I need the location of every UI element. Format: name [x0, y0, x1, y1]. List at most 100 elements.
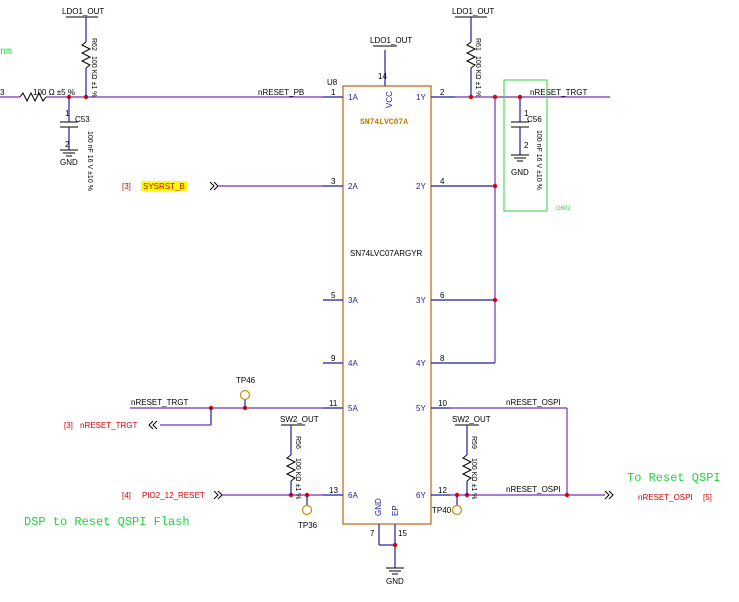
gnd-symbol-c56: [511, 154, 529, 162]
r61-value: 100 KΩ ±1 %: [474, 56, 481, 97]
pio2-name: PIO2_12_RESET: [142, 491, 205, 500]
nreset-trgt-port-symbol: [148, 420, 158, 430]
pin-1-number: 1: [331, 88, 336, 97]
tp46-symbol: [239, 389, 251, 401]
gnd-pin-label: GND: [374, 498, 383, 516]
c53-pin2: 2: [65, 140, 70, 149]
c56-ref: C56: [527, 115, 542, 124]
pin-6-number: 6: [440, 291, 445, 300]
sysrst-sheet: [3]: [122, 182, 131, 191]
left-resistor: [19, 91, 47, 103]
pio2-sheet: [4]: [122, 491, 131, 500]
nreset-trgt-port-name: nRESET_TRGT: [80, 421, 137, 430]
pio2-port-symbol: [213, 490, 223, 500]
ep-pin-number: 15: [398, 529, 407, 538]
pin-6a-label: 6A: [348, 491, 358, 500]
r56-value: 100 KΩ ±1 %: [294, 458, 301, 499]
dsp-reset-note: DSP to Reset QSPI Flash: [24, 515, 190, 529]
gnd-symbol-c53: [60, 149, 78, 157]
r56-ref: R56: [294, 436, 301, 449]
r62-ref: R62: [90, 38, 97, 51]
gnd-chip-label: GND: [386, 577, 404, 586]
pin-5y-label: 5Y: [416, 404, 426, 413]
sysrst-port-symbol: [209, 181, 219, 191]
pin-4-number: 4: [440, 177, 445, 186]
tp36-label: TP36: [298, 521, 318, 530]
c56-group-box: [503, 79, 548, 212]
nreset-ospi-port-name: nRESET_OSPI: [638, 493, 693, 502]
c56-value: 100 nF 16 V ±10 %: [535, 130, 542, 190]
pin-2-number: 2: [440, 88, 445, 97]
sysrst-name: SYSRST_B: [143, 182, 185, 191]
pin-3-number: 3: [331, 177, 336, 186]
c53-value: 100 nF 16 V ±10 %: [86, 131, 93, 191]
pin-11-number: 11: [329, 399, 338, 408]
left-resistor-value: 100 Ω ±5 %: [33, 88, 75, 97]
sw2-out-right-label: SW2_OUT: [452, 415, 491, 424]
gnd-c53-label: GND: [60, 158, 78, 167]
pin-6y-label: 6Y: [416, 491, 426, 500]
r59-resistor: [461, 454, 473, 482]
nreset-trgt-sheet: [3]: [64, 421, 73, 430]
to-reset-note: To Reset QSPI: [627, 471, 721, 485]
tp46-label: TP46: [236, 376, 256, 385]
gnd-pin-number: 7: [370, 529, 375, 538]
c53-ref: C53: [75, 115, 90, 124]
pin-5a-label: 5A: [348, 404, 358, 413]
gnd-c56-label: GND: [511, 168, 529, 177]
sw2-out-left-label: SW2_OUT: [280, 415, 319, 424]
r61-ref: R61: [474, 38, 481, 51]
pin-2a-label: 2A: [348, 182, 358, 191]
c56-pin1: 1: [524, 109, 529, 118]
top-left-fragment: nm: [0, 47, 12, 58]
ldo1-out-right-label: LDO1_OUT: [452, 7, 494, 16]
gnd-symbol-chip: [386, 567, 404, 575]
ic-part-mid: SN74LVC07ARGYR: [350, 249, 423, 258]
ic-part-top: SN74LVC07A: [360, 118, 408, 127]
r62-value: 100 KΩ ±1 %: [90, 56, 97, 97]
nreset-ospi-port-symbol: [604, 490, 614, 500]
pin-8-number: 8: [440, 354, 445, 363]
pin-1a-label: 1A: [348, 93, 358, 102]
left-resistor-pin: 3: [0, 88, 5, 97]
ep-pin-label: EP: [391, 505, 400, 516]
tp40-symbol: [451, 504, 463, 516]
sysrst-highlight: [141, 181, 187, 191]
pin-12-number: 12: [438, 486, 447, 495]
pin-13-number: 13: [329, 486, 338, 495]
r59-ref: R59: [470, 436, 477, 449]
c56-pin2: 2: [524, 141, 529, 150]
ldo1-out-top-label: LDO1_OUT: [370, 36, 412, 45]
nreset-trgt-top-net: nRESET_TRGT: [530, 88, 587, 97]
pin-10-number: 10: [438, 399, 447, 408]
vcc-pin-label: VCC: [385, 91, 394, 108]
pin-4a-label: 4A: [348, 359, 358, 368]
nreset-ospi-sheet: [5]: [703, 493, 712, 502]
r62-resistor: [80, 41, 92, 69]
group-label: G602: [556, 206, 571, 212]
pin-5-number: 5: [331, 291, 336, 300]
left-pins: 1 1A 3 2A 5 3A 9 4A 11 5A 13 6A: [323, 88, 358, 500]
ic-ref: U8: [327, 78, 338, 87]
r59-value: 100 KΩ ±1 %: [470, 458, 477, 499]
ldo1-out-left-label: LDO1_OUT: [62, 7, 104, 16]
nreset-ospi-6y-net: nRESET_OSPI: [506, 485, 561, 494]
nreset-trgt-mid-net: nRESET_TRGT: [131, 398, 188, 407]
nreset-ospi-5y-net: nRESET_OSPI: [506, 398, 561, 407]
pin-2y-label: 2Y: [416, 182, 426, 191]
tp36-symbol: [301, 504, 313, 516]
right-pins: 2 1Y 4 2Y 6 3Y 8 4Y 10 5Y 12 6Y: [416, 88, 495, 500]
pin-9-number: 9: [331, 354, 336, 363]
ic-body: [342, 85, 432, 525]
pin-1y-label: 1Y: [416, 93, 426, 102]
c53-pin1: 1: [65, 109, 70, 118]
r61-resistor: [465, 41, 477, 69]
pin-4y-label: 4Y: [416, 359, 426, 368]
vcc-pin-number: 14: [378, 72, 387, 81]
tp40-label: TP40: [432, 506, 452, 515]
r56-resistor: [285, 454, 297, 482]
pin-3a-label: 3A: [348, 296, 358, 305]
nreset-pb-net: nRESET_PB: [258, 88, 304, 97]
pin-3y-label: 3Y: [416, 296, 426, 305]
